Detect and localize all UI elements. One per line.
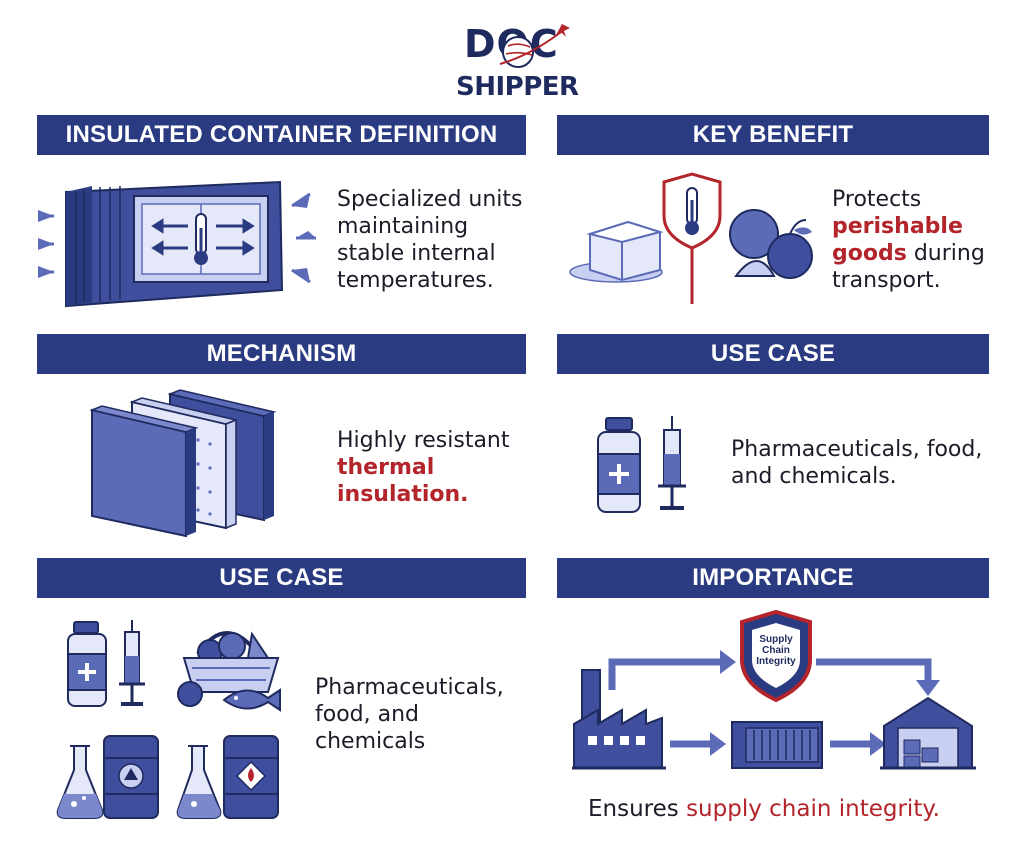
mechanism-highlight: thermal insulation. [337, 455, 469, 507]
use-case-right-text: Pharmaceuticals, food, and chemicals. [731, 437, 983, 489]
use-case-left-text: Pharmaceuticals, food, and chemicals [315, 675, 504, 754]
use-case-header-right: USE CASE [557, 334, 989, 374]
use-case-header-left: USE CASE [37, 558, 526, 598]
insulation-panels-icon [89, 389, 277, 538]
definition-header: INSULATED CONTAINER DEFINITION [37, 115, 526, 155]
shipping-container-icon [731, 721, 823, 769]
insulated-container-icon [38, 180, 316, 308]
globe-plane-icon [499, 24, 570, 68]
importance-text: Ensures supply chain integrity. [588, 796, 988, 823]
flammable-flask-barrel-icon [176, 735, 279, 819]
importance-text-before: Ensures [588, 796, 679, 822]
importance-highlight: supply chain integrity. [686, 796, 940, 822]
definition-text: Specialized units maintaining stable int… [337, 187, 523, 293]
benefit-header: KEY BENEFIT [557, 115, 989, 155]
importance-header: IMPORTANCE [557, 558, 989, 598]
supply-chain-flow-diagram [572, 609, 976, 770]
doc-shipper-logo: DOC SHIPPER [440, 14, 590, 106]
benefit-text-before: Protects [832, 187, 922, 212]
logo-text-shipper: SHIPPER [456, 72, 579, 102]
perishable-goods-icon [569, 172, 813, 304]
vial-syringe-icon-small [67, 620, 145, 707]
benefit-text: Protects perishable goods during transpo… [832, 186, 992, 294]
shield-label: Supply Chain Integrity [756, 634, 796, 667]
food-basket-icon [177, 631, 281, 712]
chemical-flask-barrel-icon [56, 735, 159, 819]
mechanism-text-before: Highly resistant [337, 428, 510, 453]
vial-syringe-icon [597, 416, 686, 513]
benefit-text-after: during transport. [832, 241, 985, 293]
warehouse-icon [880, 696, 976, 770]
mechanism-text: Highly resistant thermal insulation. [337, 427, 527, 508]
factory-icon [572, 669, 666, 770]
mechanism-header: MECHANISM [37, 334, 526, 374]
benefit-highlight: perishable goods [832, 214, 963, 266]
